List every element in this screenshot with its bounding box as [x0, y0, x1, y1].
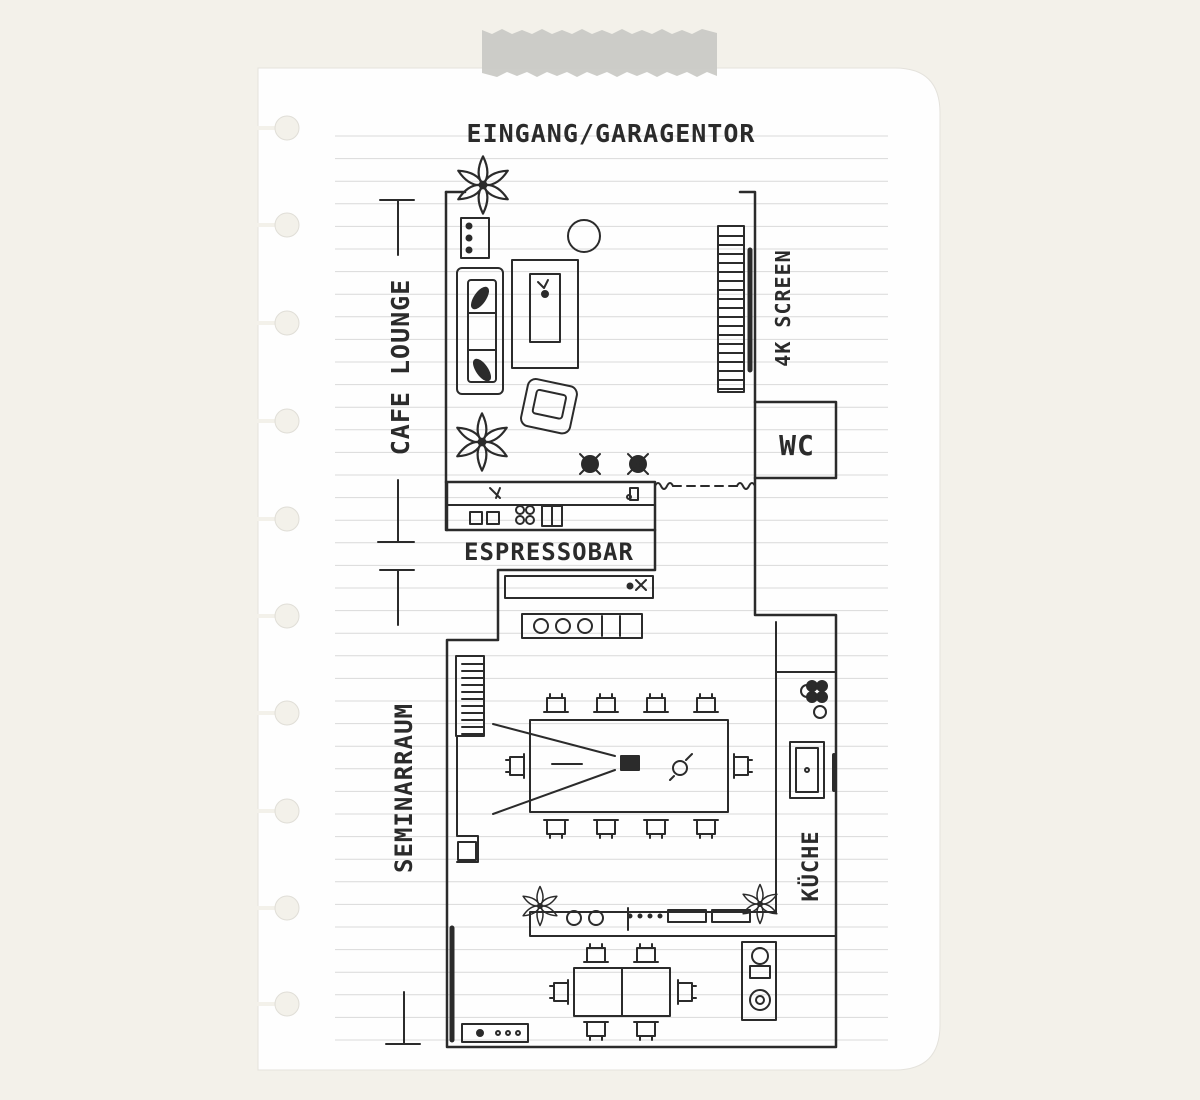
binder-holes [256, 115, 300, 1017]
label-wc: WC [779, 429, 815, 462]
chair [543, 693, 569, 713]
label-kitchen: KÜCHE [798, 830, 824, 901]
tape-strip [482, 29, 717, 77]
plant-icon [522, 885, 558, 927]
chair [733, 753, 753, 779]
chair [583, 1021, 609, 1041]
label-entrance: EINGANG/GARAGENTOR [467, 119, 756, 148]
dining-area [461, 943, 697, 1043]
screen-unit [717, 225, 745, 393]
label-screen: 4K SCREEN [771, 249, 795, 366]
chair [643, 819, 669, 839]
label-cafe-lounge: CAFE LOUNGE [386, 279, 415, 456]
plant-icon [742, 883, 778, 925]
chair [549, 979, 569, 1005]
floor-lamp [567, 219, 601, 253]
sofa [456, 267, 504, 395]
chair [677, 979, 697, 1005]
seminar-room [455, 655, 753, 863]
dimension-markers [377, 199, 421, 1045]
kitchen [522, 621, 837, 1021]
seminar-table [529, 719, 729, 813]
rug [511, 259, 579, 369]
ruled-lines [335, 135, 888, 1041]
stove-burner-icon [800, 680, 828, 719]
label-seminar-room: SEMINARRAUM [390, 703, 418, 873]
chair [693, 819, 719, 839]
label-espresso-bar: ESPRESSOBAR [464, 538, 634, 566]
sink-icon [789, 741, 825, 799]
plant-icon [457, 155, 509, 215]
chair [693, 693, 719, 713]
chair [543, 819, 569, 839]
cafe-lounge [456, 155, 745, 475]
coffee-table [529, 273, 561, 343]
walls [444, 190, 838, 1049]
sideboard [460, 217, 490, 259]
chair [633, 943, 659, 963]
chair [633, 1021, 659, 1041]
speaker-icon [579, 453, 649, 475]
armchair [520, 378, 578, 435]
chair [583, 943, 609, 963]
plant-icon [456, 412, 508, 472]
espresso-bar [445, 482, 756, 639]
chair [593, 819, 619, 839]
chair [643, 693, 669, 713]
chair [505, 753, 525, 779]
chair [593, 693, 619, 713]
projector [620, 755, 640, 771]
